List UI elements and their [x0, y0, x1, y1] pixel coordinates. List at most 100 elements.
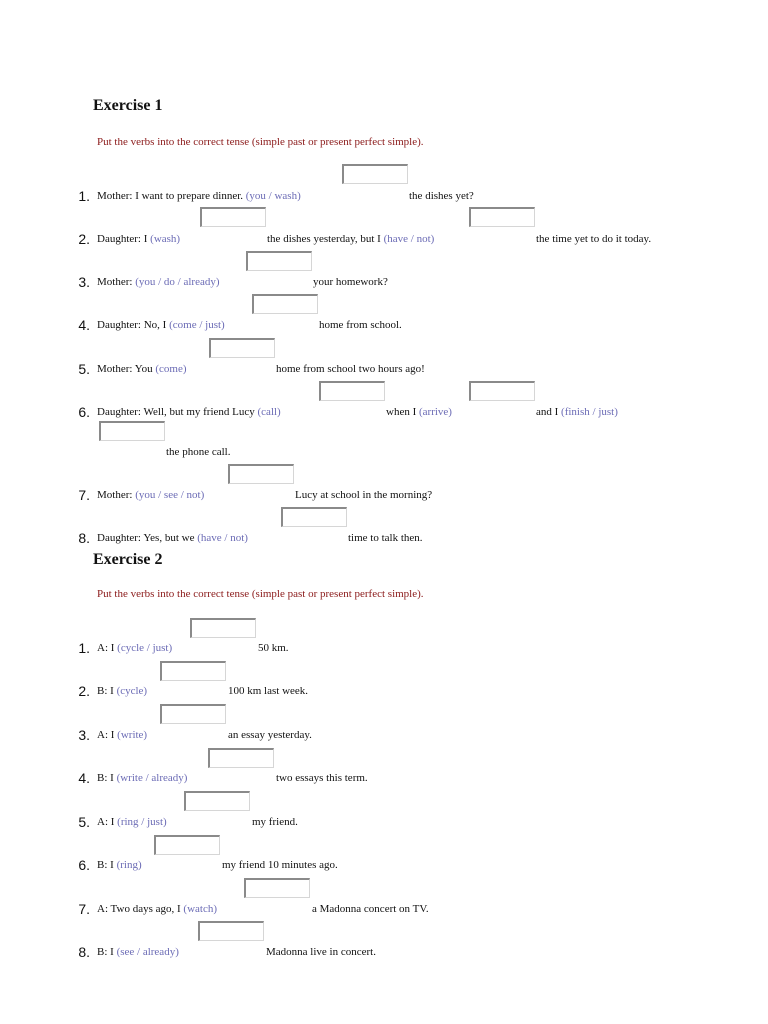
sentence-text: a Madonna concert on TV. — [312, 903, 429, 915]
item-text: B: I (ring) — [97, 859, 142, 871]
item-text: A: I (ring / just) — [97, 816, 167, 828]
sentence-text: the time yet to do it today. — [536, 233, 652, 245]
verb-hint: (have / not) — [197, 532, 248, 544]
verb-hint: (wash) — [150, 233, 181, 245]
sentence-text: Daughter: I — [97, 233, 151, 245]
sentence-text: 50 km. — [258, 642, 289, 654]
sentence-text: my friend. — [252, 816, 298, 828]
answer-input[interactable] — [198, 921, 264, 941]
item-text: Daughter: Well, but my friend Lucy (call… — [97, 406, 281, 418]
item-number: 4. — [78, 317, 90, 333]
item-number: 2. — [78, 683, 90, 699]
item-number: 8. — [78, 530, 90, 546]
item-text: and I (finish / just) — [536, 406, 618, 418]
exercise-1-instruction: Put the verbs into the correct tense (si… — [97, 136, 424, 148]
verb-hint: (have / not) — [383, 233, 435, 245]
answer-input[interactable] — [469, 381, 535, 401]
sentence-text: B: I — [97, 859, 117, 871]
item-number: 5. — [78, 814, 90, 830]
item-text: Mother: (you / do / already) — [97, 276, 220, 288]
item-number: 3. — [78, 727, 90, 743]
answer-input[interactable] — [154, 835, 220, 855]
verb-hint: (watch) — [183, 903, 217, 915]
item-number: 6. — [78, 404, 90, 420]
sentence-text: B: I — [97, 946, 117, 958]
sentence-text: A: I — [97, 816, 118, 828]
answer-input[interactable] — [342, 164, 408, 184]
item-number: 8. — [78, 944, 90, 960]
sentence-text: home from school. — [319, 319, 402, 331]
sentence-text: when I — [386, 406, 419, 418]
sentence-text: my friend 10 minutes ago. — [222, 859, 338, 871]
item-number: 7. — [78, 901, 90, 917]
verb-hint: (cycle) — [116, 685, 148, 697]
item-number: 2. — [78, 231, 90, 247]
item-text: Mother: You (come) — [97, 363, 187, 375]
sentence-text: Mother: You — [97, 363, 156, 375]
item-number: 3. — [78, 274, 90, 290]
exercise-2-instruction: Put the verbs into the correct tense (si… — [97, 588, 424, 600]
verb-hint: (call) — [257, 406, 281, 418]
answer-input[interactable] — [200, 207, 266, 227]
answer-input[interactable] — [190, 618, 256, 638]
sentence-text: Madonna live in concert. — [266, 946, 376, 958]
answer-input[interactable] — [160, 704, 226, 724]
answer-input[interactable] — [252, 294, 318, 314]
item-number: 7. — [78, 487, 90, 503]
answer-input[interactable] — [208, 748, 274, 768]
sentence-text: the phone call. — [166, 446, 231, 458]
sentence-text: the dishes yet? — [409, 190, 474, 202]
answer-input[interactable] — [244, 878, 310, 898]
item-text: B: I (see / already) — [97, 946, 179, 958]
sentence-text: A: Two days ago, I — [97, 903, 184, 915]
sentence-text: Mother: — [97, 489, 136, 501]
answer-input[interactable] — [319, 381, 385, 401]
item-text: A: I (write) — [97, 729, 147, 741]
sentence-text: A: I — [97, 729, 118, 741]
verb-hint: (cycle / just) — [117, 642, 173, 654]
item-text: the dishes yesterday, but I (have / not) — [267, 233, 434, 245]
sentence-text: two essays this term. — [276, 772, 368, 784]
sentence-text: Mother: — [97, 276, 136, 288]
sentence-text: Daughter: No, I — [97, 319, 170, 331]
item-number: 6. — [78, 857, 90, 873]
answer-input[interactable] — [228, 464, 294, 484]
verb-hint: (write / already) — [116, 772, 188, 784]
sentence-text: A: I — [97, 642, 118, 654]
sentence-text: 100 km last week. — [228, 685, 309, 697]
sentence-text: Daughter: Well, but my friend Lucy — [97, 406, 258, 418]
verb-hint: (arrive) — [419, 406, 452, 418]
verb-hint: (see / already) — [116, 946, 179, 958]
sentence-text: and I — [536, 406, 562, 418]
answer-input[interactable] — [99, 421, 165, 441]
verb-hint: (finish / just) — [561, 406, 618, 418]
sentence-text: home from school two hours ago! — [276, 363, 425, 375]
item-text: Mother: I want to prepare dinner. (you /… — [97, 190, 301, 202]
sentence-text: time to talk then. — [348, 532, 423, 544]
answer-input[interactable] — [281, 507, 347, 527]
verb-hint: (write) — [117, 729, 148, 741]
answer-input[interactable] — [246, 251, 312, 271]
item-number: 1. — [78, 640, 90, 656]
verb-hint: (ring) — [116, 859, 142, 871]
item-number: 1. — [78, 188, 90, 204]
sentence-text: Lucy at school in the morning? — [295, 489, 433, 501]
answer-input[interactable] — [184, 791, 250, 811]
verb-hint: (ring / just) — [117, 816, 167, 828]
item-text: when I (arrive) — [386, 406, 452, 418]
answer-input[interactable] — [160, 661, 226, 681]
item-text: Daughter: Yes, but we (have / not) — [97, 532, 248, 544]
sentence-text: B: I — [97, 685, 117, 697]
sentence-text: Daughter: Yes, but we — [97, 532, 198, 544]
verb-hint: (you / see / not) — [135, 489, 205, 501]
item-text: B: I (write / already) — [97, 772, 187, 784]
sentence-text: an essay yesterday. — [228, 729, 312, 741]
verb-hint: (come) — [155, 363, 187, 375]
item-text: A: I (cycle / just) — [97, 642, 172, 654]
answer-input[interactable] — [209, 338, 275, 358]
sentence-text: B: I — [97, 772, 117, 784]
item-number: 5. — [78, 361, 90, 377]
answer-input[interactable] — [469, 207, 535, 227]
verb-hint: (you / wash) — [245, 190, 301, 202]
verb-hint: (you / do / already) — [135, 276, 220, 288]
